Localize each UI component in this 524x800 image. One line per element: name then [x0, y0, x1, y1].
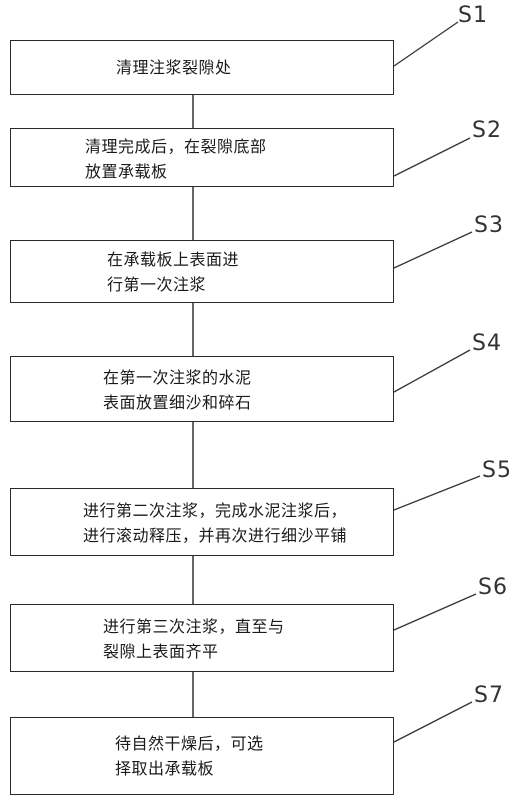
step-line: 在承载板上表面进 [107, 250, 240, 269]
step-text-s6: 进行第三次注浆，直至与 裂隙上表面齐平 [103, 614, 285, 664]
step-line: 在第一次注浆的水泥 [103, 368, 252, 387]
step-text-s5: 进行第二次注浆，完成水泥注浆后， 进行滚动释压，并再次进行细沙平铺 [83, 498, 347, 548]
step-text-s4: 在第一次注浆的水泥 表面放置细沙和碎石 [103, 365, 252, 415]
step-label-s4: S4 [472, 331, 502, 356]
leader-line-s7 [393, 701, 473, 743]
leader-line-s2 [393, 137, 471, 177]
step-text-s1: 清理注浆裂隙处 [116, 55, 232, 80]
step-box-s1: 清理注浆裂隙处 [10, 40, 394, 95]
leader-line-s4 [393, 349, 471, 393]
step-box-s7: 待自然干燥后，可选 择取出承载板 [10, 717, 394, 795]
step-text-s3: 在承载板上表面进 行第一次注浆 [107, 247, 239, 297]
step-line: 裂隙上表面齐平 [103, 642, 219, 661]
step-label-s6: S6 [478, 575, 508, 600]
step-line: 放置承载板 [85, 162, 168, 181]
step-label-s3: S3 [474, 213, 504, 238]
step-label-s7: S7 [474, 683, 504, 708]
step-line: 清理完成后，在裂隙底部 [85, 137, 267, 156]
leader-line-s5 [393, 475, 481, 511]
step-line: 表面放置细沙和碎石 [103, 393, 252, 412]
step-line: 择取出承载板 [115, 759, 215, 778]
step-line: 进行第三次注浆，直至与 [103, 617, 285, 636]
leader-line-s3 [393, 231, 473, 269]
step-label-s1: S1 [458, 3, 488, 28]
step-line: 进行第二次注浆，完成水泥注浆后， [83, 501, 348, 520]
step-box-s4: 在第一次注浆的水泥 表面放置细沙和碎石 [10, 356, 394, 422]
step-box-s2: 清理完成后，在裂隙底部 放置承载板 [10, 128, 394, 187]
step-line: 进行滚动释压，并再次进行细沙平铺 [83, 526, 348, 545]
leader-line-s6 [393, 593, 477, 631]
step-label-s5: S5 [482, 458, 512, 483]
step-box-s3: 在承载板上表面进 行第一次注浆 [10, 240, 394, 303]
step-line: 清理注浆裂隙处 [116, 58, 232, 77]
leader-line-s1 [393, 21, 459, 67]
step-label-s2: S2 [472, 118, 502, 143]
step-line: 待自然干燥后，可选 [115, 734, 264, 753]
step-text-s2: 清理完成后，在裂隙底部 放置承载板 [85, 134, 267, 184]
step-text-s7: 待自然干燥后，可选 择取出承载板 [115, 731, 264, 781]
step-box-s6: 进行第三次注浆，直至与 裂隙上表面齐平 [10, 604, 394, 672]
step-box-s5: 进行第二次注浆，完成水泥注浆后， 进行滚动释压，并再次进行细沙平铺 [10, 488, 394, 556]
step-line: 行第一次注浆 [107, 275, 207, 294]
